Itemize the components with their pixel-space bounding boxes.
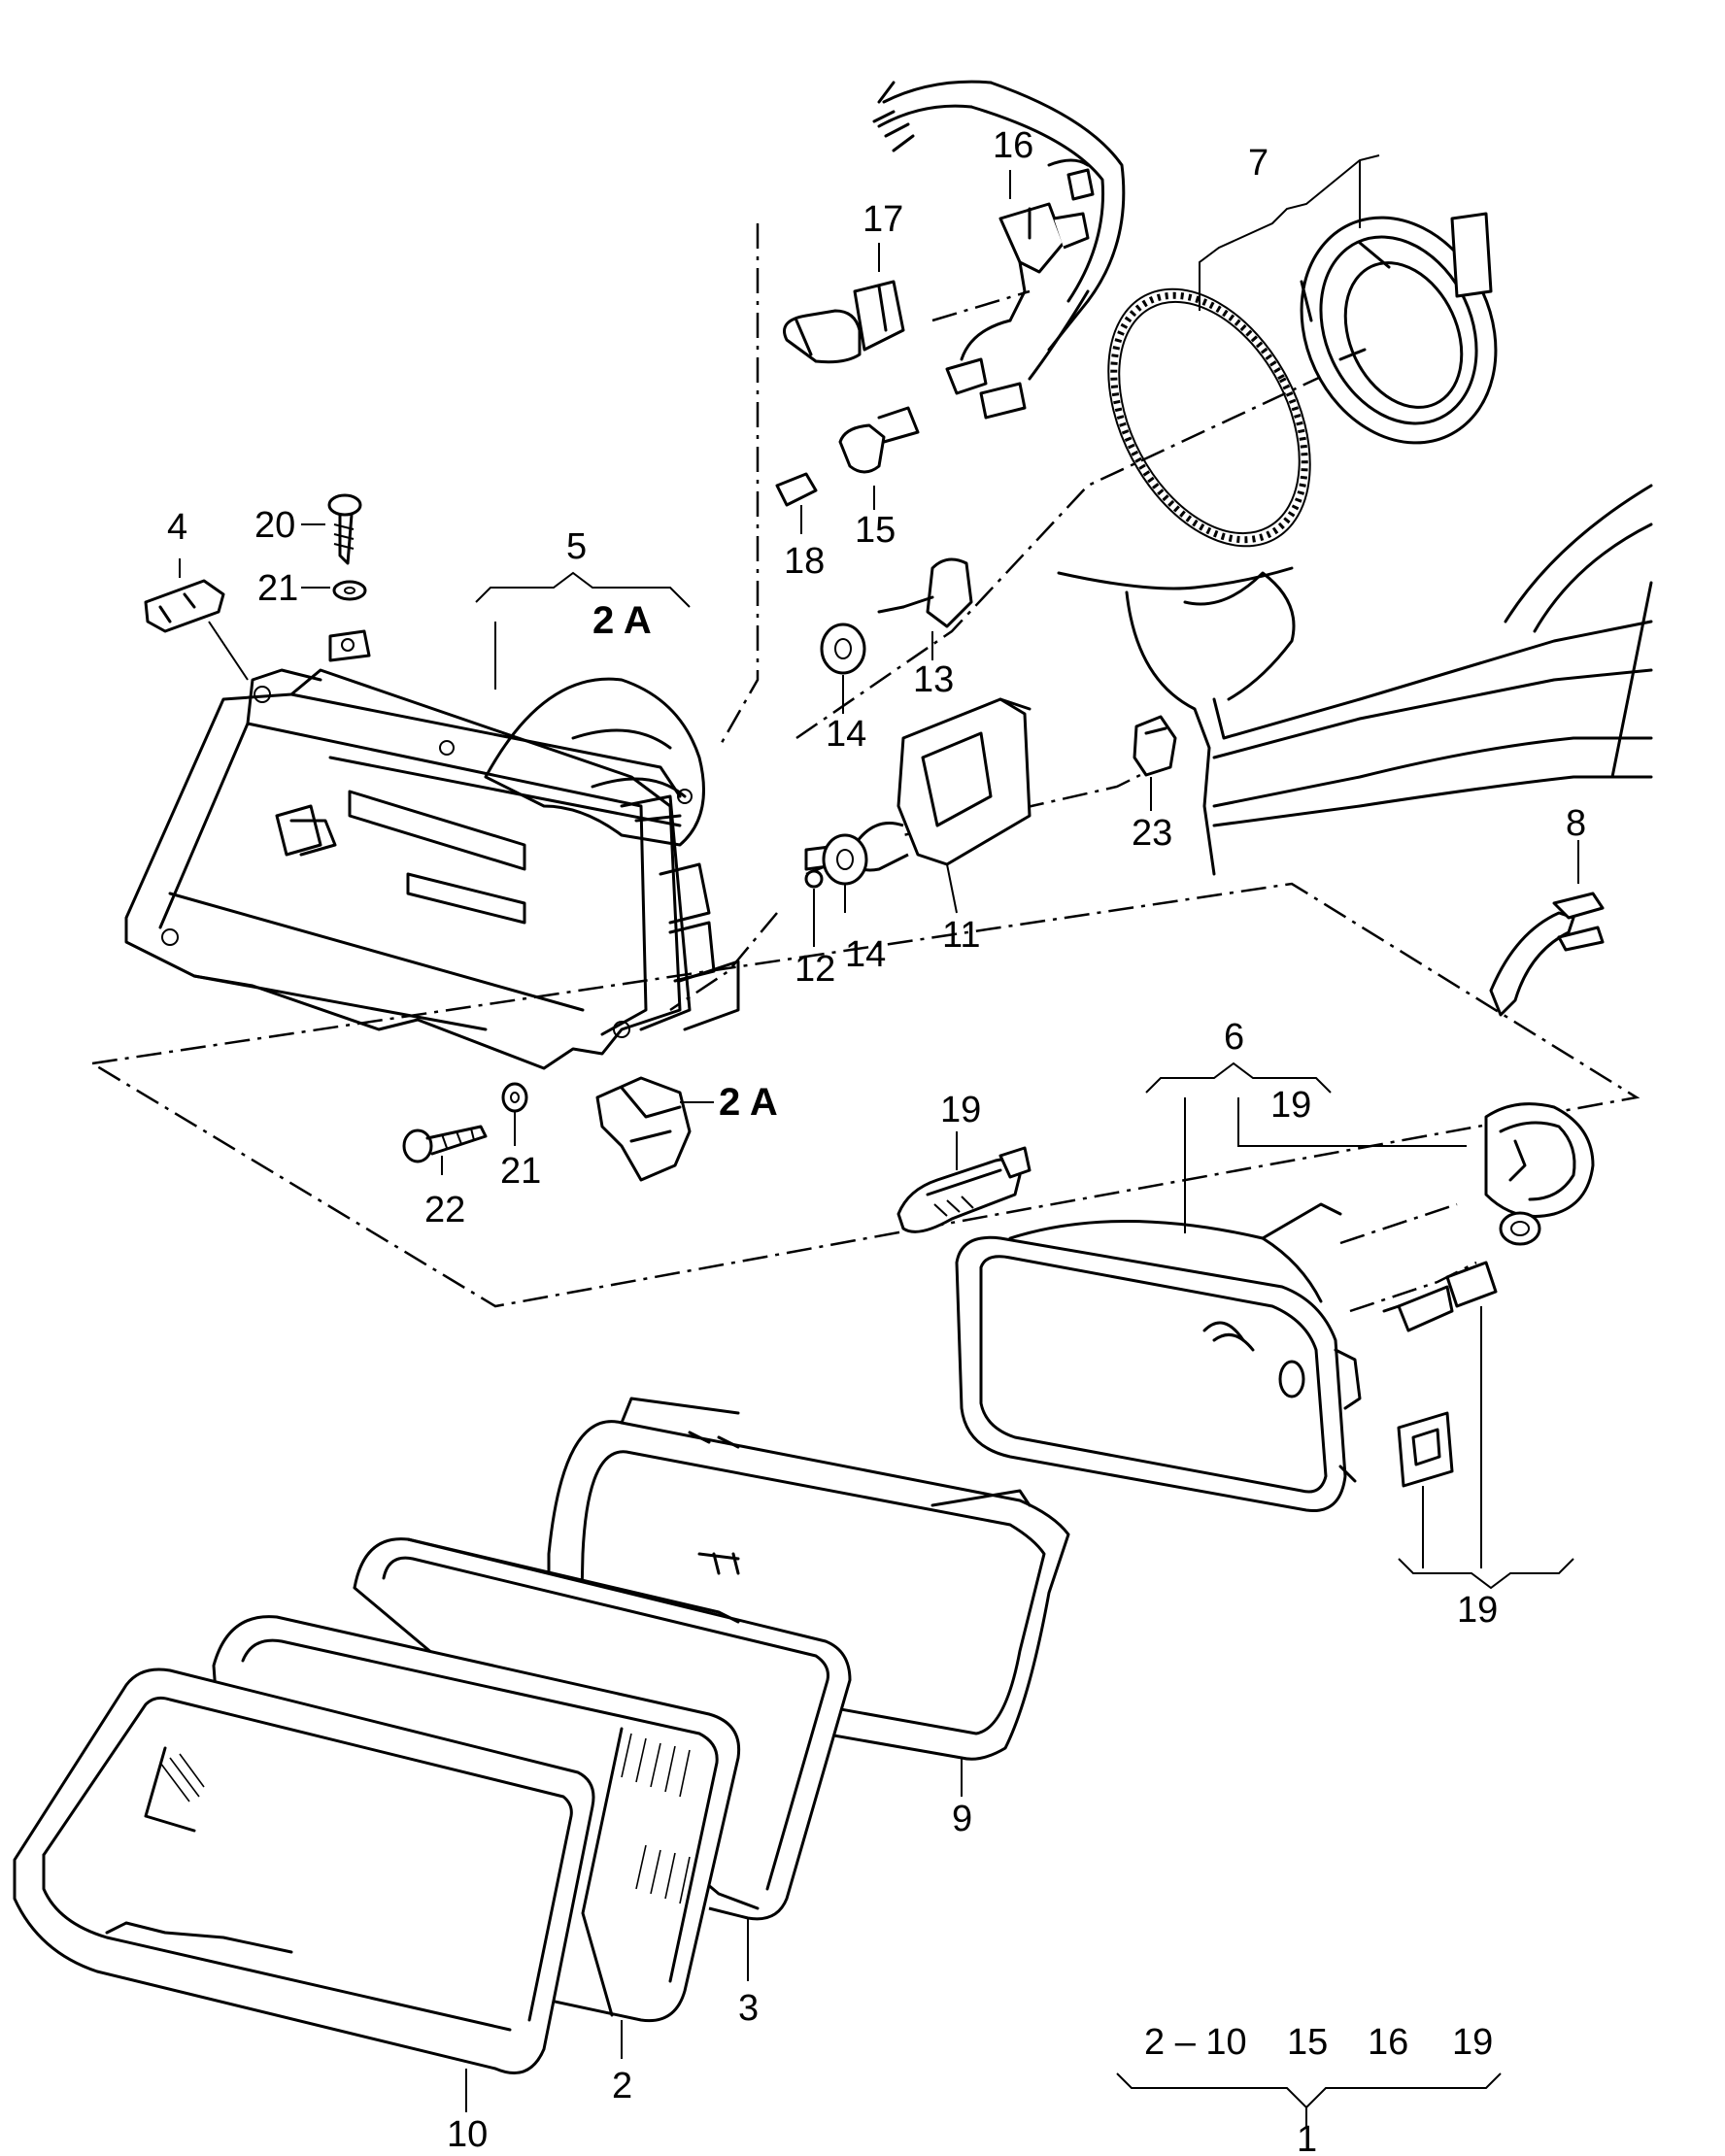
callout-19-top: 19 <box>1270 1085 1311 1126</box>
callout-8: 8 <box>1566 803 1586 844</box>
vehicle-body-outline <box>1057 484 1653 876</box>
callout-10: 10 <box>447 2114 488 2155</box>
callout-16: 16 <box>993 125 1033 166</box>
socket-part-16 <box>945 202 1090 420</box>
bulb-socket-part-19-left <box>896 1146 1032 1233</box>
kit-item-16: 16 <box>1368 2022 1408 2063</box>
connector-part-23 <box>1133 715 1177 777</box>
washer-part-21-top <box>332 580 367 601</box>
callout-13: 13 <box>913 659 954 700</box>
callout-3: 3 <box>738 1988 759 2029</box>
gasket-ring <box>1107 287 1311 548</box>
ball-part-12 <box>804 869 824 889</box>
callout-6: 6 <box>1224 1017 1244 1058</box>
callout-11: 11 <box>942 915 980 956</box>
kit-range-2-10: 2 – 10 <box>1144 2022 1247 2063</box>
callout-20: 20 <box>254 505 295 546</box>
clip-part-4 <box>144 579 225 633</box>
callout-21-bottom: 21 <box>500 1151 541 1192</box>
screw-part-20 <box>327 493 362 565</box>
headlight-housing <box>124 668 740 1070</box>
bulb-part-15 <box>838 406 920 474</box>
bulb-part-13 <box>877 557 973 628</box>
bulb-part-18 <box>775 472 818 507</box>
callout-17: 17 <box>862 199 903 240</box>
callout-15: 15 <box>855 510 896 551</box>
screw-part-22 <box>402 1125 488 1163</box>
clip-part-19 <box>1397 1411 1454 1488</box>
bracket-part-2a <box>595 1076 692 1182</box>
bracket-part-8 <box>1489 892 1605 1017</box>
callout-19-bottom: 19 <box>1457 1590 1498 1631</box>
leader-lines <box>179 154 1579 2127</box>
callout-labels: 17 16 7 15 18 4 20 21 5 2 A 13 14 23 8 1… <box>167 125 1586 2156</box>
callout-23: 23 <box>1132 813 1172 854</box>
callout-5: 5 <box>566 526 587 567</box>
bezel-ring-part-7 <box>1300 212 1498 445</box>
callout-21-top: 21 <box>257 568 298 609</box>
callout-22: 22 <box>424 1190 465 1230</box>
grommet-part-14-bottom <box>822 833 868 886</box>
kit-item-15: 15 <box>1287 2022 1328 2063</box>
callout-19-left: 19 <box>940 1090 981 1130</box>
callout-9: 9 <box>952 1799 972 1839</box>
wiring-harness <box>872 80 1126 352</box>
callout-2: 2 <box>612 2066 632 2106</box>
grommet-part-14-top <box>820 623 866 675</box>
callout-12: 12 <box>795 949 835 990</box>
callout-14-top: 14 <box>826 714 866 755</box>
kit-item-19: 19 <box>1452 2022 1493 2063</box>
bulb-part-17 <box>783 280 905 364</box>
socket-ring-part-19-right <box>1484 1102 1595 1246</box>
washer-part-21-bottom <box>501 1082 528 1113</box>
callout-2a-mid: 2 A <box>719 1081 778 1124</box>
callout-7: 7 <box>1248 143 1268 184</box>
outer-frame-part-10 <box>13 1668 595 2074</box>
bulb-part-19-right <box>1382 1261 1498 1332</box>
headlight-housing-part-6 <box>955 1202 1362 1513</box>
callout-1: 1 <box>1297 2119 1317 2156</box>
mount-tab-top <box>328 629 371 662</box>
callout-2a-top: 2 A <box>592 599 652 642</box>
callout-4: 4 <box>167 507 187 548</box>
callout-14-bottom: 14 <box>845 934 886 975</box>
callout-18: 18 <box>784 541 825 582</box>
